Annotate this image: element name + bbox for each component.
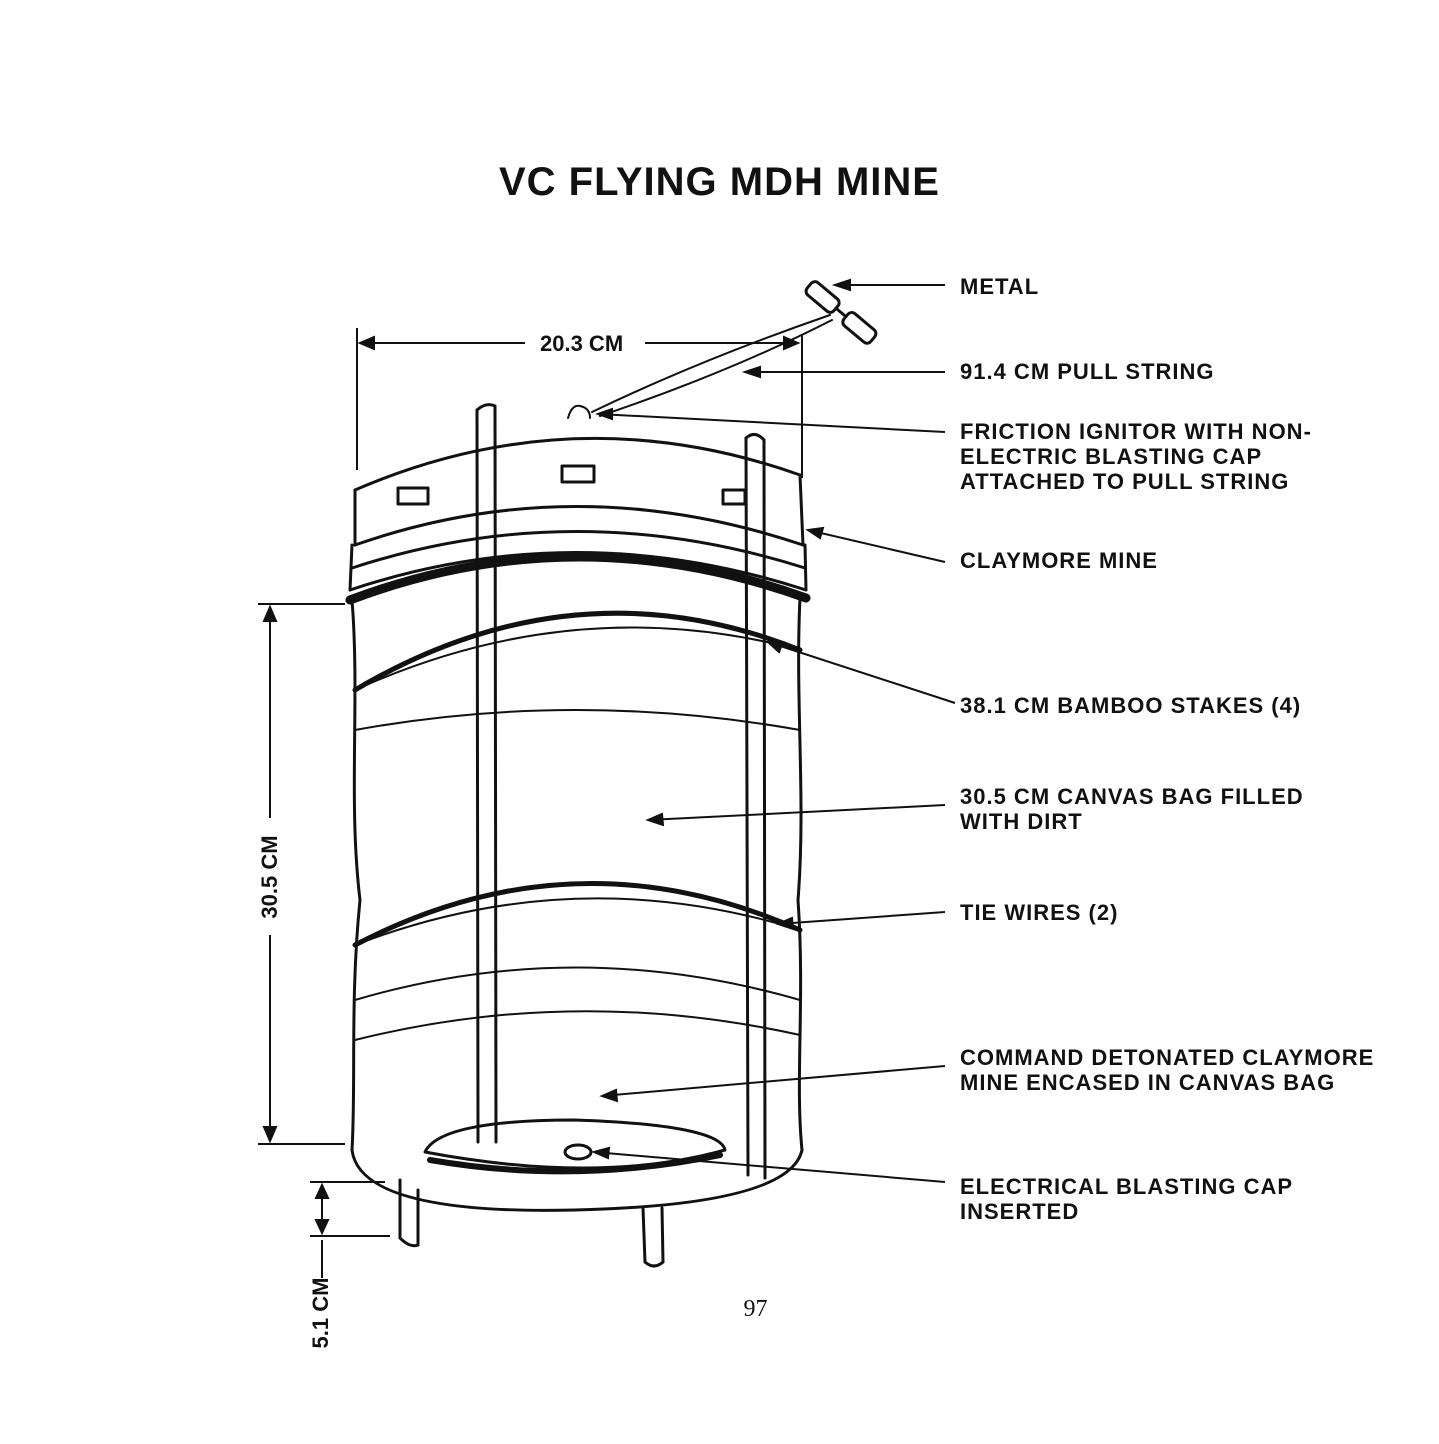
leader-canvas-bag <box>647 804 946 821</box>
claymore-mine-body <box>348 436 808 592</box>
bag-top-band <box>345 552 811 605</box>
bamboo-stake-leg-right <box>641 1206 665 1268</box>
label-command-detonated-line-1: COMMAND DETONATED CLAYMORE <box>960 1045 1375 1070</box>
label-friction-ignitor-line-1: FRICTION IGNITOR WITH NON- <box>960 419 1312 444</box>
bamboo-stake-front-left <box>475 403 498 1144</box>
leader-electrical-cap <box>593 1151 946 1183</box>
label-electrical-cap-line-1: ELECTRICAL BLASTING CAP <box>960 1174 1294 1199</box>
pull-string <box>591 314 831 413</box>
label-canvas-bag-line-1: 30.5 CM CANVAS BAG FILLED <box>960 784 1304 809</box>
leader-friction-ignitor <box>597 413 946 433</box>
dimension-height-label: 30.5 CM <box>257 835 282 919</box>
label-canvas-bag: 30.5 CM CANVAS BAG FILLED WITH DIRT <box>960 784 1304 834</box>
label-command-detonated: COMMAND DETONATED CLAYMORE MINE ENCASED … <box>960 1045 1374 1095</box>
metal-toggle <box>804 280 878 345</box>
bamboo-stake-front-right <box>744 433 767 1180</box>
label-electrical-cap: ELECTRICAL BLASTING CAP INSERTED <box>960 1174 1293 1224</box>
label-electrical-cap-line-2: INSERTED <box>960 1199 1080 1224</box>
label-friction-ignitor-line-2: ELECTRIC BLASTING CAP <box>960 444 1263 469</box>
leader-command-detonated <box>601 1065 946 1097</box>
tie-wire-bottom <box>352 881 803 948</box>
label-friction-ignitor: FRICTION IGNITOR WITH NON- ELECTRIC BLAS… <box>960 419 1312 494</box>
dimension-width-label: 20.3 CM <box>540 331 624 356</box>
leader-tie-wires <box>777 911 946 925</box>
label-bamboo: 38.1 CM BAMBOO STAKES (4) <box>960 693 1302 718</box>
label-metal: METAL <box>960 274 1040 299</box>
friction-ignitor <box>567 404 591 419</box>
tie-wire-top <box>352 610 803 693</box>
leader-claymore <box>807 529 946 563</box>
label-friction-ignitor-line-3: ATTACHED TO PULL STRING <box>960 469 1290 494</box>
label-tie-wires: TIE WIRES (2) <box>960 900 1119 925</box>
diagram-title: VC FLYING MDH MINE <box>499 160 940 204</box>
label-canvas-bag-line-2: WITH DIRT <box>960 809 1083 834</box>
label-pull-string: 91.4 CM PULL STRING <box>960 359 1215 384</box>
label-command-detonated-line-2: MINE ENCASED IN CANVAS BAG <box>960 1070 1336 1095</box>
label-claymore: CLAYMORE MINE <box>960 548 1158 573</box>
bamboo-stake-leg-left <box>398 1178 420 1248</box>
page-number: 97 <box>743 1296 768 1322</box>
leader-bamboo <box>767 641 956 704</box>
